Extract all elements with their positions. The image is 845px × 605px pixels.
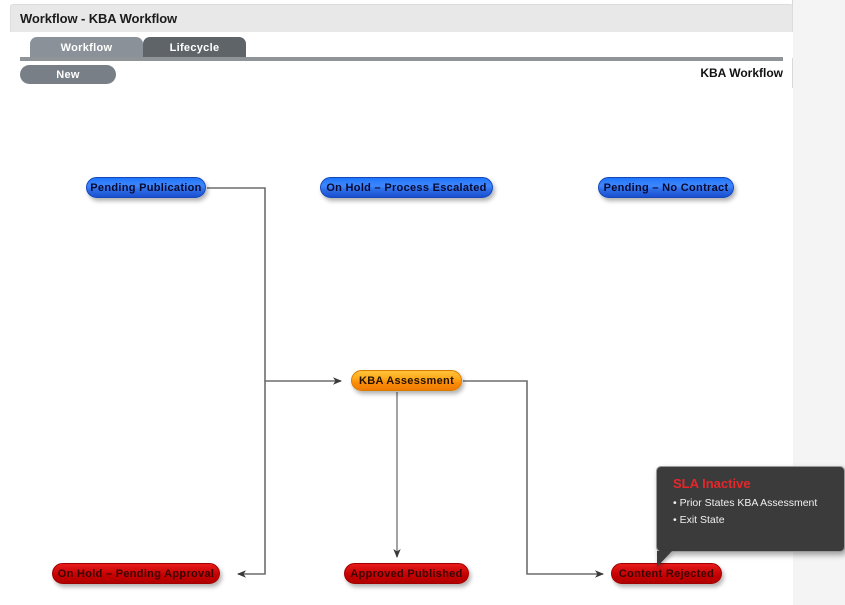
tab-strip: Workflow Lifecycle <box>10 32 793 58</box>
node-pending-publication[interactable]: Pending Publication <box>86 177 206 198</box>
node-on-hold-process-escalated[interactable]: On Hold – Process Escalated <box>320 177 493 198</box>
sla-tooltip-pointer <box>657 551 672 567</box>
node-label: Pending Publication <box>90 181 202 194</box>
sla-tooltip-line-prior-states: • Prior States KBA Assessment <box>673 497 818 509</box>
node-label: On Hold – Pending Approval <box>57 567 215 580</box>
edge-to-on-hold-pending-approval <box>237 381 266 578</box>
edge-kba-to-content-rejected <box>463 380 604 578</box>
diagram-title: KBA Workflow <box>700 66 783 80</box>
node-label: KBA Assessment <box>358 374 455 387</box>
edge-pending-publication-to-kba <box>207 187 342 385</box>
window-titlebar: Workflow - KBA Workflow <box>10 4 793 32</box>
node-kba-assessment[interactable]: KBA Assessment <box>351 370 462 391</box>
node-content-rejected[interactable]: Content Rejected <box>611 563 722 584</box>
tab-lifecycle[interactable]: Lifecycle <box>143 37 246 58</box>
page-title: Workflow - KBA Workflow <box>20 11 178 26</box>
sla-tooltip: SLA Inactive • Prior States KBA Assessme… <box>656 466 845 567</box>
tab-lifecycle-label: Lifecycle <box>169 41 220 54</box>
tab-underline-rule <box>20 57 783 61</box>
sla-tooltip-title: SLA Inactive <box>673 476 751 491</box>
node-approved-published[interactable]: Approved Published <box>344 563 469 584</box>
toolbar: New KBA Workflow <box>10 62 793 88</box>
new-button[interactable]: New <box>20 65 116 84</box>
new-button-label: New <box>56 68 80 81</box>
node-label: Pending – No Contract <box>603 181 729 194</box>
workflow-panel: Workflow - KBA Workflow Workflow Lifecyc… <box>0 0 793 605</box>
node-label: Approved Published <box>350 567 463 580</box>
node-pending-no-contract[interactable]: Pending – No Contract <box>598 177 734 198</box>
node-label: On Hold – Process Escalated <box>326 181 487 194</box>
node-on-hold-pending-approval[interactable]: On Hold – Pending Approval <box>52 563 220 584</box>
tab-workflow[interactable]: Workflow <box>30 37 143 58</box>
tab-workflow-label: Workflow <box>60 41 113 54</box>
sla-tooltip-line-exit-state: • Exit State <box>673 514 725 526</box>
node-label: Content Rejected <box>618 567 715 580</box>
